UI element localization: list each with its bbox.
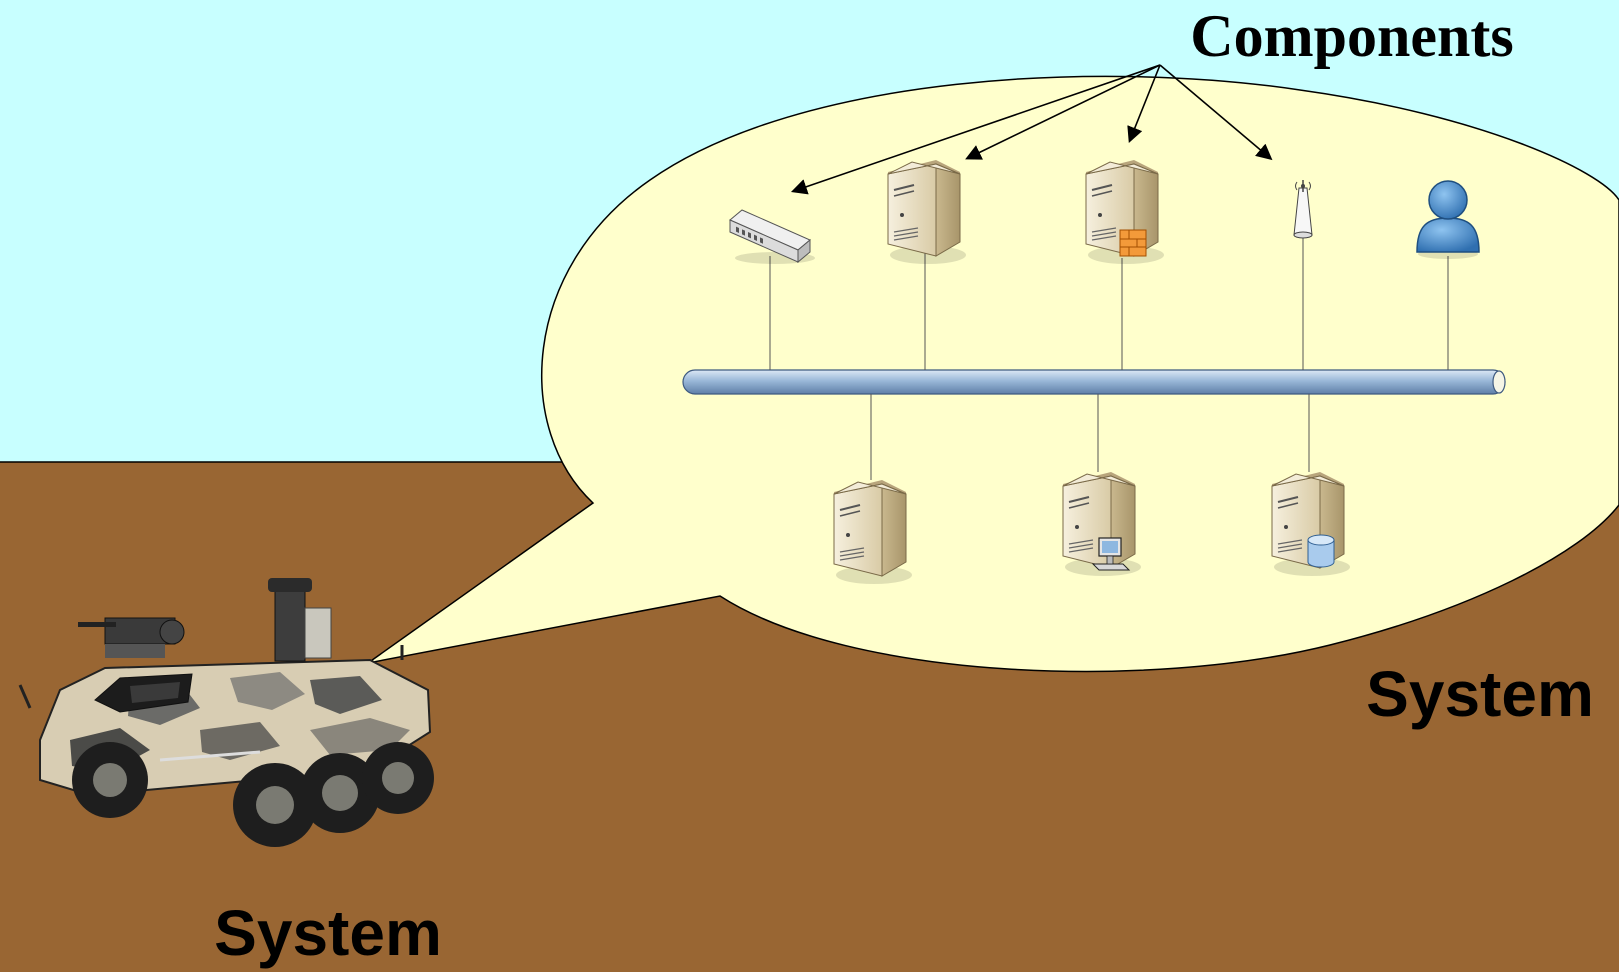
components-label: Components bbox=[1190, 3, 1513, 69]
network-switch-icon bbox=[729, 209, 815, 264]
user-icon bbox=[1416, 180, 1480, 259]
turret bbox=[78, 617, 185, 658]
system-label-bottom: System bbox=[214, 897, 442, 969]
workstation-server-icon bbox=[1062, 471, 1142, 577]
firewall-server-icon bbox=[1085, 159, 1165, 265]
system-label-right: System bbox=[1366, 658, 1594, 730]
vehicle-wheels bbox=[72, 742, 434, 847]
wireless-antenna-icon bbox=[1293, 180, 1313, 239]
bus-connectors bbox=[769, 238, 1449, 480]
database-server-icon bbox=[1271, 471, 1351, 577]
armored-vehicle-icon bbox=[18, 578, 434, 847]
component-arrows bbox=[790, 64, 1273, 195]
network-bus bbox=[682, 369, 1506, 395]
